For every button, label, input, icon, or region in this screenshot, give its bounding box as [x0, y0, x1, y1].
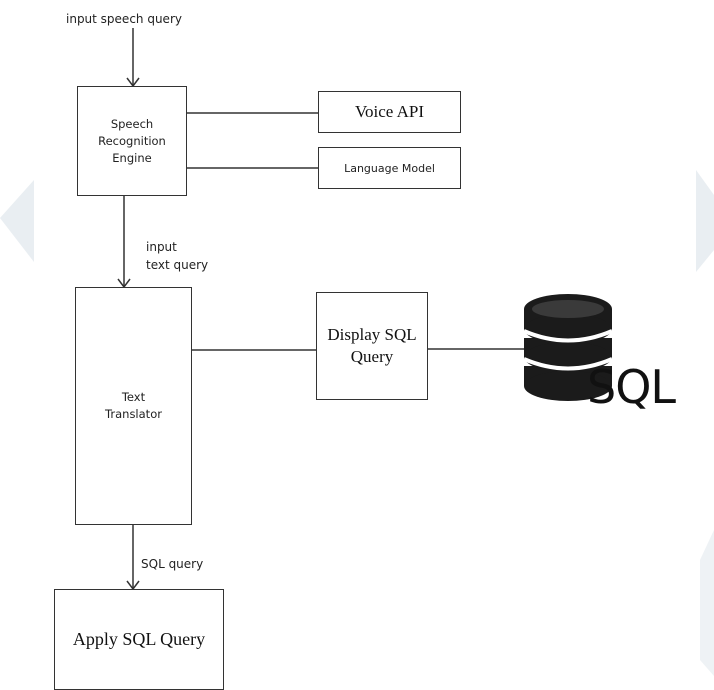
input-label: input: [146, 240, 177, 254]
apply-sql-query-box: Apply SQL Query: [54, 589, 224, 690]
language-model-label: Language Model: [344, 161, 435, 175]
speech-recognition-engine-box: Speech Recognition Engine: [77, 86, 187, 196]
voice-api-label: Voice API: [354, 102, 425, 121]
database-icon: [523, 294, 613, 401]
text-query-label: text query: [146, 258, 209, 272]
apply-sql-query-label: Apply SQL Query: [72, 629, 206, 649]
left-chevron-shape: [0, 180, 34, 262]
text-translator-line-2: Translator: [105, 407, 162, 421]
voice-api-box: Voice API: [318, 91, 461, 133]
speech-engine-line-3: Engine: [112, 150, 152, 165]
right-chevron-shape: [696, 170, 714, 272]
sql-query-label: SQL query: [141, 557, 204, 571]
text-translator-line-1: Text: [121, 390, 146, 404]
speech-engine-line-2: Recognition: [98, 133, 166, 148]
sql-logo-text: SQL: [587, 360, 676, 414]
display-sql-line-2: Query: [350, 347, 394, 366]
display-sql-query-box: Display SQL Query: [316, 292, 428, 400]
right-arc-shape: [700, 530, 714, 676]
text-translator-box: Text Translator: [75, 287, 192, 525]
language-model-box: Language Model: [318, 147, 461, 189]
speech-engine-line-1: Speech: [110, 116, 154, 131]
input-speech-query-label: input speech query: [66, 12, 182, 26]
display-sql-line-1: Display SQL: [327, 325, 417, 344]
